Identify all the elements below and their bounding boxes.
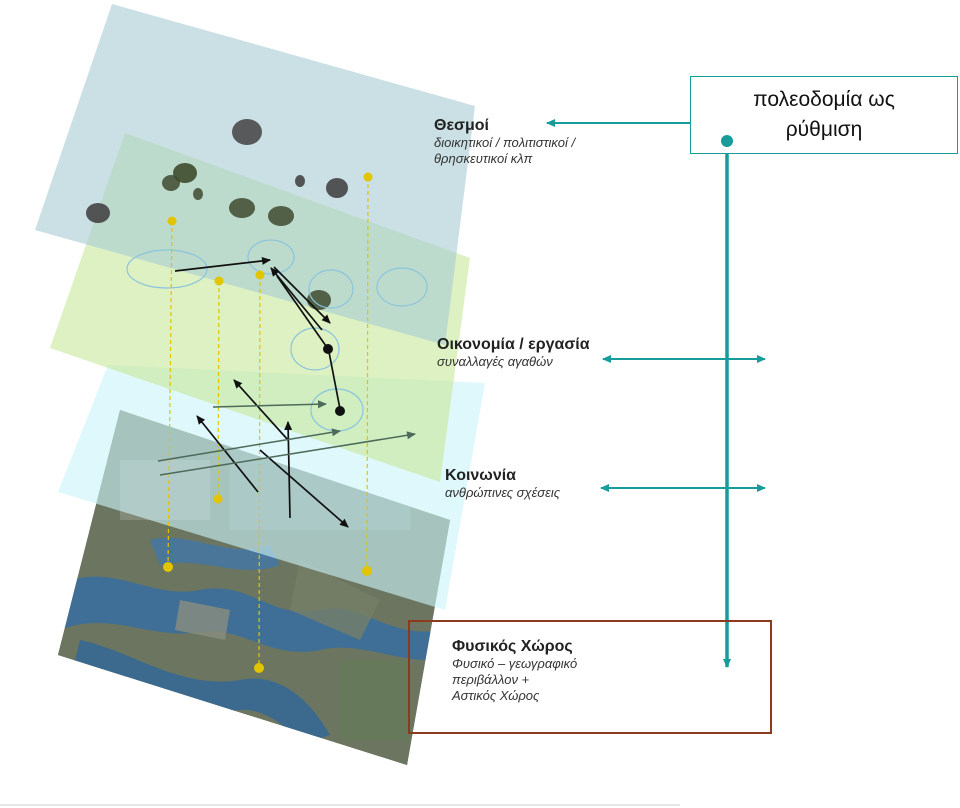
- physical-sub-2: περιβάλλον +: [452, 672, 530, 687]
- regulation-dot: [721, 135, 733, 147]
- projection-points: [163, 172, 373, 673]
- flow-arrows: [157, 400, 416, 476]
- physical-title: Φυσικός Χώρος: [452, 638, 573, 655]
- economy-sub-1: συναλλαγές αγαθών: [437, 354, 553, 369]
- physical-sub-3: Αστικός Χώρος: [452, 688, 540, 703]
- regulation-line-2: ρύθμιση: [785, 118, 863, 141]
- physical-sub-1: Φυσικό – γεωγραφικό: [452, 656, 578, 671]
- physical-label: Φυσικός Χώρος Φυσικό – γεωγραφικό περιβά…: [452, 638, 577, 704]
- institution-blobs: [86, 119, 348, 310]
- regulation-connectors: [546, 119, 766, 668]
- society-label: Κοινωνία ανθρώπινες σχέσεις: [445, 467, 560, 501]
- economy-label: Οικονομία / εργασία συναλλαγές αγαθών: [437, 336, 590, 370]
- network-arrows: [174, 256, 349, 528]
- institutions-sub-2: θρησκευτικοί κλπ: [434, 151, 533, 166]
- economy-title: Οικονομία / εργασία: [437, 336, 590, 353]
- institutions-layer: [35, 4, 475, 345]
- regulation-box: πολεοδομία ως ρύθμιση: [690, 76, 958, 154]
- projection-lines: [167, 176, 369, 669]
- institutions-sub-1: διοικητικοί / πολιτιστικοί /: [434, 135, 576, 150]
- institutions-label: Θεσμοί διοικητικοί / πολιτιστικοί / θρησ…: [434, 117, 575, 167]
- regulation-line-1: πολεοδομία ως: [753, 88, 895, 111]
- network-nodes: [323, 344, 345, 416]
- society-sub-1: ανθρώπινες σχέσεις: [445, 485, 561, 500]
- institutions-title: Θεσμοί: [434, 117, 489, 134]
- society-title: Κοινωνία: [445, 467, 516, 484]
- physical-space-box: [408, 620, 772, 734]
- bottom-divider: [0, 804, 680, 806]
